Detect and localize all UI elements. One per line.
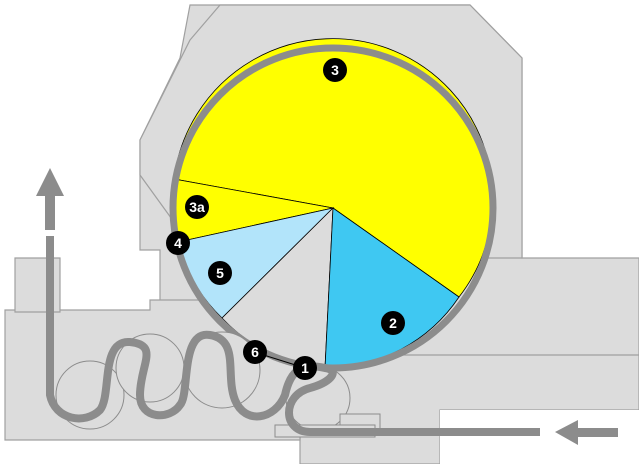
marker-3: 3 xyxy=(323,58,347,82)
left-arrow-icon xyxy=(555,420,618,445)
marker-4-label: 4 xyxy=(174,235,182,251)
belt-path xyxy=(46,236,540,436)
marker-2: 2 xyxy=(381,311,405,335)
marker-3a: 3a xyxy=(185,195,209,219)
marker-2-label: 2 xyxy=(389,315,397,331)
drum xyxy=(169,38,497,372)
marker-3-label: 3 xyxy=(331,62,339,78)
marker-5: 5 xyxy=(208,261,232,285)
marker-6: 6 xyxy=(243,340,267,364)
marker-1: 1 xyxy=(293,356,317,380)
up-arrow-icon xyxy=(36,168,64,230)
marker-3a-label: 3a xyxy=(189,199,205,215)
marker-5-label: 5 xyxy=(216,265,224,281)
marker-1-label: 1 xyxy=(301,360,309,376)
housing-notch xyxy=(440,410,639,464)
marker-4: 4 xyxy=(166,231,190,255)
marker-6-label: 6 xyxy=(251,344,259,360)
